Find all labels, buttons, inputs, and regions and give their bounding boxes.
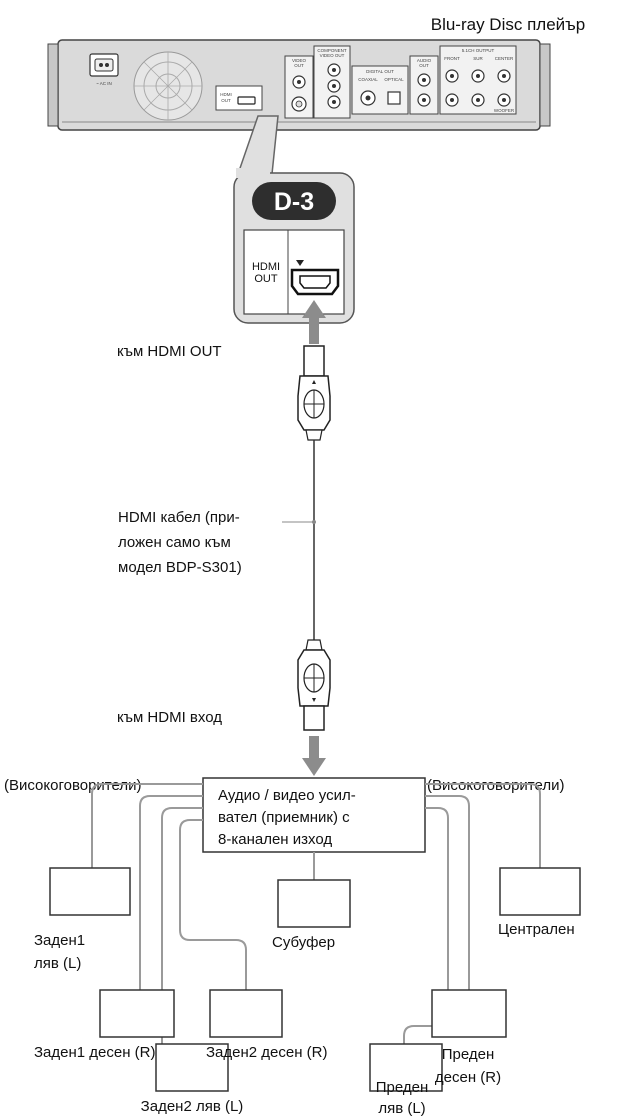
video-out-block: VIDEO OUT xyxy=(284,55,314,119)
hdmi-callout: D-3 HDMI OUT xyxy=(233,115,355,324)
amplifier-line2: вател (приемник) с xyxy=(218,809,350,826)
digital-out-label: DIGITAL OUT xyxy=(366,69,394,74)
fan-grille xyxy=(133,51,203,121)
player-title: Blu-ray Disc плейър xyxy=(431,15,586,34)
woofer-label: WOOFER xyxy=(494,108,515,113)
hdmi-small-label-2: OUT xyxy=(221,98,231,103)
label-to-hdmi-out: към HDMI OUT xyxy=(117,343,222,360)
audio-out-block: AUDIO OUT xyxy=(409,55,439,115)
hdmi-cable xyxy=(297,345,331,731)
wire-rear2-right xyxy=(179,819,247,990)
wire-front-right xyxy=(425,795,470,990)
ac-in-socket: ~ AC IN xyxy=(89,53,119,86)
hdmi-small-label-1: HDMI xyxy=(220,92,232,97)
ch51-label: 5.1CH OUTPUT xyxy=(462,48,495,53)
speaker-rear1-left xyxy=(49,867,131,916)
callout-hdmi-label-1: HDMI xyxy=(252,261,280,273)
sur-label: SUR xyxy=(473,56,483,61)
speakers-label-left: (Високоговорители) xyxy=(4,777,141,794)
center-label: CENTER xyxy=(495,56,514,61)
speaker-center xyxy=(499,867,581,916)
label-subwoofer: Субуфер xyxy=(272,934,335,951)
cable-leader-dot xyxy=(312,520,316,524)
label-rear1-left-2: ляв (L) xyxy=(34,955,81,972)
speaker-wires xyxy=(91,783,541,1062)
av-amplifier: Аудио / видео усил- вател (приемник) с 8… xyxy=(202,777,426,853)
arrow-to-hdmi-out xyxy=(302,300,326,344)
label-rear1-left-1: Заден1 xyxy=(34,932,85,949)
speaker-rear2-left xyxy=(155,1043,229,1092)
speaker-subwoofer xyxy=(277,879,351,928)
wire-rear2-left xyxy=(161,807,203,1062)
cable-label-line3: модел BDP-S301) xyxy=(118,559,242,576)
digital-out-block: DIGITAL OUT COAXIAL OPTICAL xyxy=(351,65,409,115)
speaker-rear1-right xyxy=(99,989,175,1038)
label-front-right-1: Преден xyxy=(442,1046,495,1063)
label-rear2-left: Заден2 ляв (L) xyxy=(141,1098,244,1115)
bluray-player-rear-panel: ~ AC IN HDMI OUT VIDEO OUT xyxy=(47,39,551,131)
ch51-output-block: 5.1CH OUTPUT FRONT SUR CENTER WOOFER xyxy=(439,45,517,115)
component-video-out-block: COMPONENT VIDEO OUT xyxy=(313,45,351,119)
label-rear2-right: Заден2 десен (R) xyxy=(206,1044,328,1061)
label-center: Централен xyxy=(498,921,575,938)
speaker-front-left xyxy=(369,1043,443,1092)
front-label: FRONT xyxy=(444,56,460,61)
video-out-label-2: OUT xyxy=(294,63,304,68)
speaker-front-right xyxy=(431,989,507,1038)
component-label-2: VIDEO OUT xyxy=(320,53,345,58)
arrow-to-hdmi-in xyxy=(302,736,326,776)
amplifier-line1: Аудио / видео усил- xyxy=(218,787,356,804)
speaker-rear2-right xyxy=(209,989,283,1038)
speakers-label-right: (Високоговорители) xyxy=(427,777,564,794)
badge-d3 xyxy=(252,182,336,220)
ac-in-label: ~ AC IN xyxy=(96,81,112,86)
label-front-right-2: десен (R) xyxy=(435,1069,501,1086)
label-rear1-right: Заден1 десен (R) xyxy=(34,1044,156,1061)
component-label-1: COMPONENT xyxy=(317,48,347,53)
audio-out-label-2: OUT xyxy=(419,63,429,68)
hdmi-out-port-small: HDMI OUT xyxy=(215,85,263,111)
optical-label: OPTICAL xyxy=(384,77,404,82)
label-to-hdmi-in: към HDMI вход xyxy=(117,709,222,726)
label-front-left-2: ляв (L) xyxy=(378,1100,425,1117)
badge-label: D-3 xyxy=(274,188,314,216)
audio-out-label-1: AUDIO xyxy=(417,58,432,63)
coaxial-label: COAXIAL xyxy=(358,77,378,82)
cable-label-line2: ложен само към xyxy=(118,534,231,551)
video-out-label-1: VIDEO xyxy=(292,58,307,63)
callout-hdmi-label-2: OUT xyxy=(254,273,278,285)
amplifier-line3: 8-канален изход xyxy=(218,831,332,848)
wire-center xyxy=(425,783,541,868)
wire-rear1-right xyxy=(139,795,203,990)
wire-rear1-left xyxy=(91,783,203,868)
label-front-left-1: Преден xyxy=(376,1079,429,1096)
cable-label-line1: HDMI кабел (при- xyxy=(118,509,240,526)
hdmi-out-port-large xyxy=(290,268,340,296)
callout-marker-triangle xyxy=(296,260,304,266)
